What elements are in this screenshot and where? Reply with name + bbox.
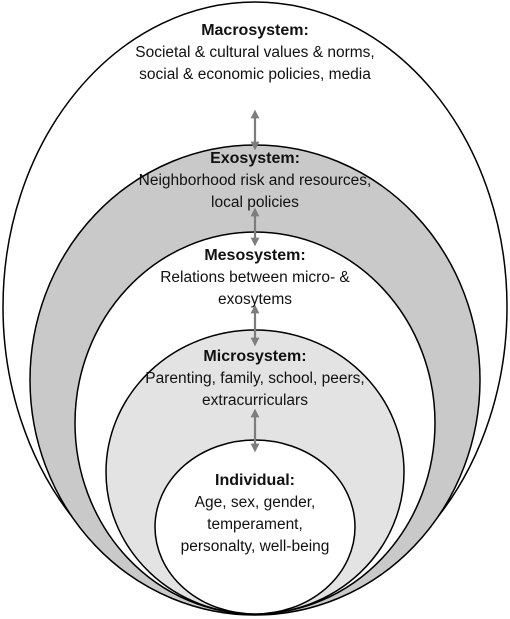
exosystem-title: Exosystem: xyxy=(210,150,300,167)
individual-title: Individual: xyxy=(215,472,295,489)
macrosystem-label: Macrosystem: Societal & cultural values … xyxy=(0,20,510,86)
microsystem-description: Parenting, family, school, peers, extrac… xyxy=(145,370,365,409)
macrosystem-description: Societal & cultural values & norms, soci… xyxy=(135,44,375,83)
mesosystem-title: Mesosystem: xyxy=(204,247,306,264)
mesosystem-description: Relations between micro- & exosytems xyxy=(160,269,350,308)
mesosystem-label: Mesosystem: Relations between micro- & e… xyxy=(0,245,510,311)
individual-description: Age, sex, gender, temperament, personalt… xyxy=(180,494,330,555)
exosystem-label: Exosystem: Neighborhood risk and resourc… xyxy=(0,148,510,214)
microsystem-label: Microsystem: Parenting, family, school, … xyxy=(0,346,510,412)
exosystem-description: Neighborhood risk and resources, local p… xyxy=(138,172,372,211)
macrosystem-title: Macrosystem: xyxy=(201,22,309,39)
individual-label: Individual: Age, sex, gender, temperamen… xyxy=(0,470,510,558)
microsystem-title: Microsystem: xyxy=(203,348,307,365)
